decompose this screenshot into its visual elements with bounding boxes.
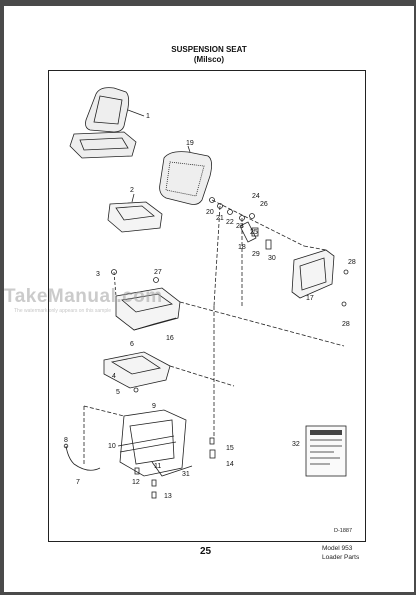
manual-page: SUSPENSION SEAT (Milsco) [4,6,414,592]
callout-label: 6 [130,341,134,348]
callout-label: 16 [166,335,174,342]
callout-label: 11 [154,463,161,470]
back-panel-drawing [291,245,349,307]
callout-label: 28 [348,259,356,266]
callout-label: 19 [186,140,194,147]
model-name: Model 953 [322,545,353,552]
callout-label: 14 [226,461,234,468]
callout-label: 24 [252,193,260,200]
page-title: SUSPENSION SEAT [171,45,247,54]
callout-label: 27 [154,269,162,276]
callout-label: 7 [76,479,80,486]
seat-pan-drawing [113,271,345,347]
callout-label: 25 [250,229,258,236]
callout-label: 30 [268,255,276,262]
callout-label: 3 [96,271,100,278]
callout-label: 2 [130,187,134,194]
suspension-top-drawing [103,351,235,393]
callout-label: 17 [306,295,314,302]
callout-label: 12 [132,479,140,486]
section-name: Loader Parts [322,554,360,561]
hardware-drawing [209,197,305,307]
exploded-parts-diagram: 1 2 4 5 6 7 8 9 10 11 12 13 14 15 16 17 … [63,87,356,500]
callout-label: 31 [182,471,190,478]
callout-label: 20 [206,209,214,216]
callout-label: 15 [226,445,234,452]
page-number: 25 [200,546,212,557]
seat-assembly-drawing [69,87,145,159]
decal-drawing [305,425,347,477]
suspension-base-drawing [83,405,193,477]
callout-label: 13 [164,493,172,500]
callout-label: 4 [112,373,116,380]
model-info: Model 953 Loader Parts [322,544,359,562]
callout-label: 32 [292,441,300,448]
page-subtitle: (Milsco) [193,55,225,64]
callout-label: 29 [252,251,260,258]
callout-label: 26 [260,201,268,208]
callout-label: 9 [152,403,156,410]
cable-drawing [63,443,101,471]
callout-label: 10 [108,443,116,450]
callout-labels: 1 2 4 5 6 7 8 9 10 11 12 13 14 15 16 17 … [64,113,356,500]
callout-label: 8 [64,437,68,444]
callout-label: 18 [238,244,246,251]
callout-label: 28 [342,321,350,328]
callout-label: 1 [146,113,150,120]
callout-label: 23 [236,223,244,230]
backrest-drawing [159,145,212,205]
seat-cushion-drawing [107,193,163,233]
callout-label: 22 [226,219,234,226]
callout-label: 5 [116,389,120,396]
figure-reference: D-1887 [334,528,353,534]
callout-label: 21 [216,215,224,222]
watermark-brand: TakeManual.com [4,286,163,307]
watermark-note: The watermark only appears on this sampl… [14,308,111,314]
